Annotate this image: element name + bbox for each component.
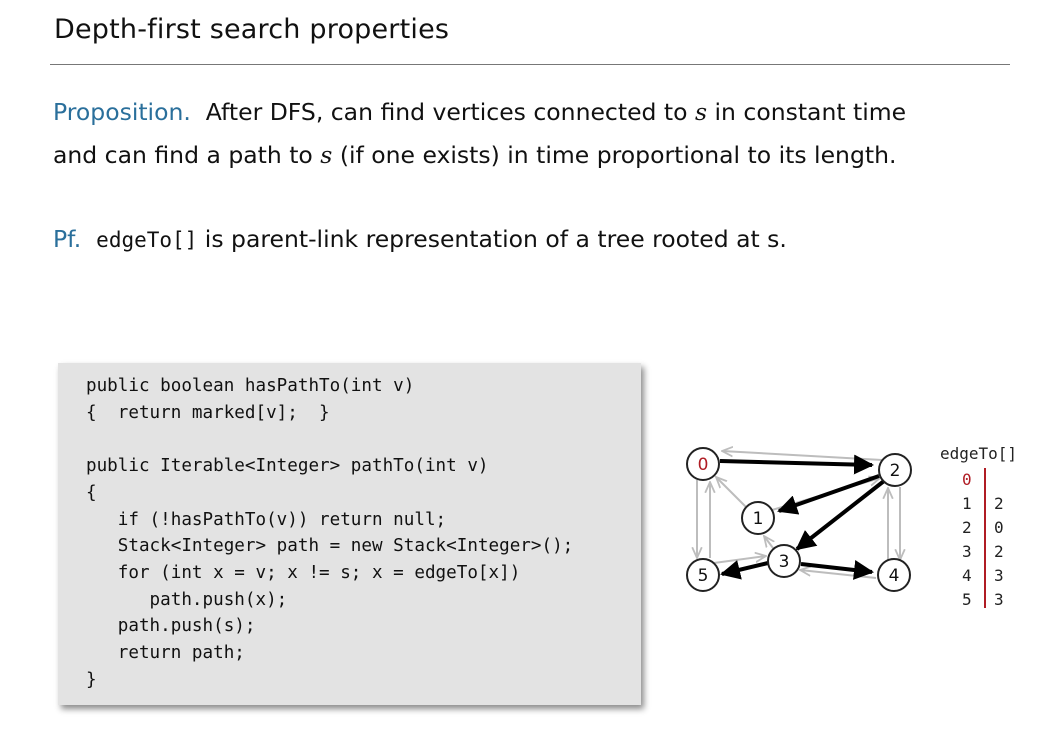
edgeto-value: 2	[994, 494, 1004, 513]
edge-tree-0-2	[719, 454, 874, 475]
edgeto-value: 3	[994, 566, 1004, 585]
edge-gray-2-0	[722, 451, 883, 461]
slide-title: Depth-first search properties	[54, 14, 450, 45]
proposition-line-2: and can find a path to s (if one exists)…	[53, 141, 896, 169]
code-line: for (int x = v; x != s; x = edgeTo[x])	[86, 562, 521, 583]
node-4-label: 4	[889, 566, 900, 586]
node-2-label: 2	[890, 461, 901, 481]
code-line: Stack<Integer> path = new Stack<Integer>…	[86, 536, 574, 557]
code-line: {	[86, 482, 97, 503]
tree-edges	[719, 454, 886, 580]
proof-code: edgeTo[]	[96, 228, 198, 252]
graph-nodes: 0 1 2 3 4 5	[686, 447, 912, 592]
proposition-text-2a: and can find a path to	[53, 141, 321, 169]
proof-label: Pf.	[53, 225, 82, 253]
node-1-label: 1	[753, 509, 764, 529]
node-2: 2	[878, 453, 912, 487]
proposition-label: Proposition.	[53, 98, 191, 126]
edgeto-index: 5	[962, 590, 972, 609]
code-line: }	[86, 669, 97, 690]
code-box: public boolean hasPathTo(int v) { return …	[58, 363, 641, 705]
edge-tree-3-4	[800, 560, 874, 580]
edgeto-divider	[984, 468, 986, 608]
edgeto-value: 0	[994, 518, 1004, 537]
node-5-label: 5	[698, 566, 709, 586]
code-line: public Iterable<Integer> pathTo(int v)	[86, 456, 489, 477]
edgeto-index: 2	[962, 518, 972, 537]
edge-tree-2-3	[795, 479, 886, 551]
edge-tree-2-1	[777, 474, 880, 515]
edge-tree-3-5	[720, 560, 769, 580]
node-4: 4	[877, 558, 911, 592]
proof-line: Pf. edgeTo[] is parent-link representati…	[53, 225, 787, 253]
edgeto-value: 3	[994, 590, 1004, 609]
proposition-text-2b: (if one exists) in time proportional to …	[332, 141, 897, 169]
node-5: 5	[686, 558, 720, 592]
code-line: path.push(x);	[86, 589, 288, 610]
proof-text: is parent-link representation of a tree …	[197, 225, 787, 253]
code-line: return path;	[86, 643, 245, 664]
proposition-text-1a: After DFS, can find vertices connected t…	[205, 98, 695, 126]
edgeto-index: 0	[962, 470, 972, 489]
proposition-var-s-2: s	[320, 141, 333, 169]
edgeto-index: 1	[962, 494, 972, 513]
edgeto-value: 2	[994, 542, 1004, 561]
node-0: 0	[686, 447, 720, 481]
proposition-text-1b: in constant time	[707, 98, 907, 126]
edgeto-index: 3	[962, 542, 972, 561]
node-3-label: 3	[779, 552, 790, 572]
code-line: public boolean hasPathTo(int v)	[86, 376, 415, 396]
edge-gray-5-3	[713, 556, 766, 564]
edgeto-value	[994, 470, 1004, 489]
title-divider	[50, 64, 1010, 65]
code-line: if (!hasPathTo(v)) return null;	[86, 509, 447, 530]
node-0-label: 0	[698, 455, 709, 475]
node-3: 3	[767, 544, 801, 578]
code-block: public boolean hasPathTo(int v) { return …	[86, 373, 573, 693]
node-1: 1	[741, 501, 775, 535]
code-line: path.push(s);	[86, 616, 256, 637]
proposition-var-s-1: s	[694, 98, 708, 126]
edge-gray-1-0	[716, 477, 748, 509]
code-line: { return marked[v]; }	[86, 402, 330, 423]
edgeto-index: 4	[962, 566, 972, 585]
proposition-line-1: Proposition. After DFS, can find vertice…	[53, 98, 906, 126]
edgeto-header: edgeTo[]	[940, 444, 1018, 463]
